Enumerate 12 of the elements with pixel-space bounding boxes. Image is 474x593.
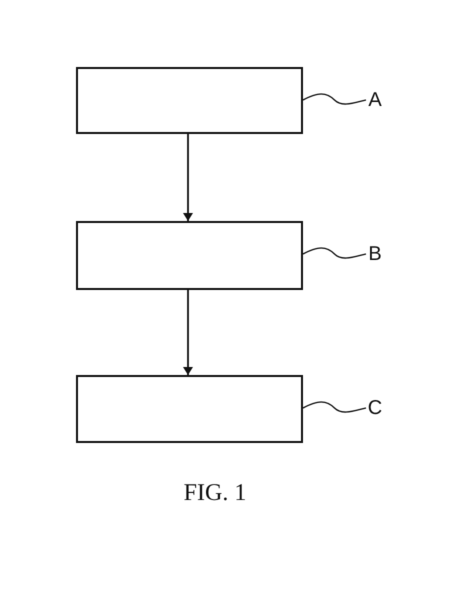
reference-letter: C: [366, 396, 384, 420]
leader-line: [302, 247, 366, 259]
leader-line: [302, 93, 366, 105]
arrow: [184, 134, 192, 221]
figure-caption: FIG. 1: [182, 480, 248, 507]
arrow: [184, 290, 192, 375]
process-box: [76, 67, 303, 134]
leader-line: [302, 401, 366, 413]
reference-letter: A: [366, 88, 384, 112]
process-box: [76, 375, 303, 443]
process-box: [76, 221, 303, 290]
reference-letter: B: [366, 242, 384, 266]
